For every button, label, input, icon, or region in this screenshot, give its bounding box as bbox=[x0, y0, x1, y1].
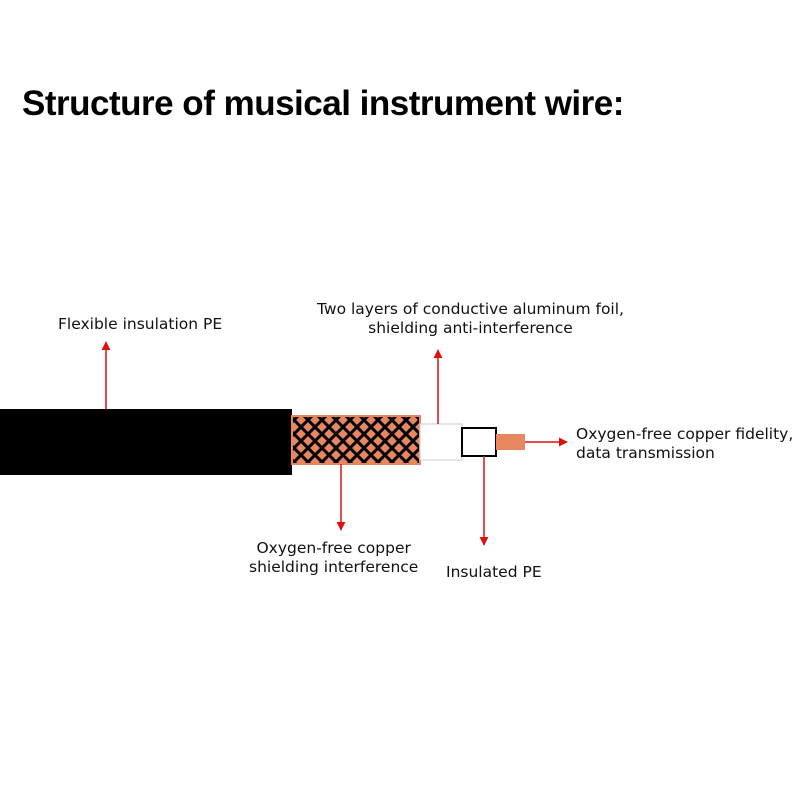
aluminum-foil-layer bbox=[419, 423, 463, 461]
label-copper-core-line2: data transmission bbox=[576, 444, 715, 462]
copper-braid-shield bbox=[291, 415, 421, 465]
label-copper-shield-line2: shielding interference bbox=[249, 558, 419, 576]
label-aluminum-foil: Two layers of conductive aluminum foil, … bbox=[317, 300, 624, 338]
page-title: Structure of musical instrument wire: bbox=[22, 84, 624, 123]
label-copper-shield-line1: Oxygen-free copper bbox=[256, 539, 411, 557]
insulated-pe-layer bbox=[461, 427, 497, 457]
label-aluminum-foil-line2: shielding anti-interference bbox=[368, 319, 573, 337]
label-flexible-insulation: Flexible insulation PE bbox=[58, 315, 223, 333]
outer-jacket bbox=[0, 409, 292, 475]
label-copper-core-line1: Oxygen-free copper fidelity, bbox=[576, 425, 794, 443]
label-copper-shield: Oxygen-free copper shielding interferenc… bbox=[249, 539, 418, 577]
label-aluminum-foil-line1: Two layers of conductive aluminum foil, bbox=[317, 300, 624, 318]
copper-conductor bbox=[496, 434, 525, 450]
label-copper-core: Oxygen-free copper fidelity, data transm… bbox=[576, 425, 793, 463]
label-insulated-pe: Insulated PE bbox=[446, 563, 542, 581]
